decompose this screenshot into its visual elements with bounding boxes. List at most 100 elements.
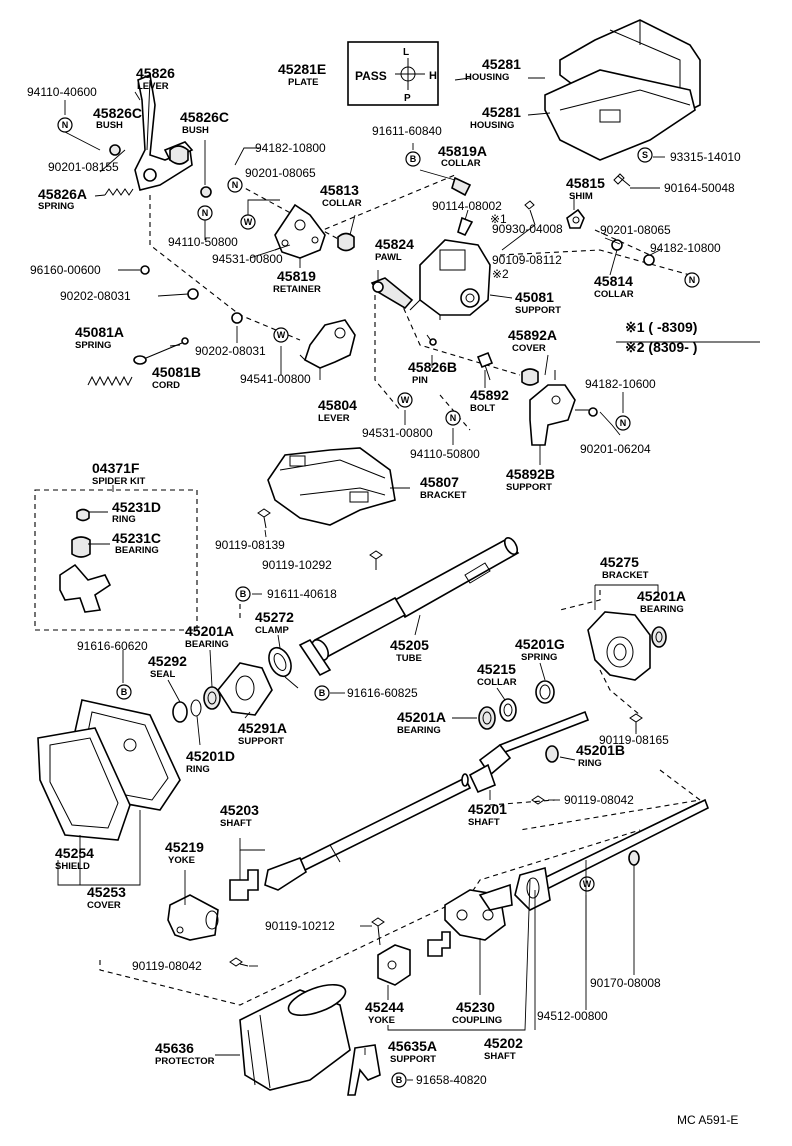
nut-symbol-3: N [232, 180, 239, 190]
label-45205-name: TUBE [396, 653, 422, 664]
label-45291A: 45291A [238, 720, 287, 736]
bolt-45892-drawing [476, 351, 494, 381]
coupling-45230-drawing [444, 883, 513, 941]
label-45636-name: PROTECTOR [155, 1056, 215, 1067]
bearing-45201A-b-drawing [203, 686, 221, 710]
label-94541-00800: 94541-00800 [240, 372, 311, 386]
spring-45826A-drawing [104, 188, 134, 196]
label-90202-08031-b: 90202-08031 [195, 344, 266, 358]
plate-P-text: P [404, 93, 411, 104]
label-45281-a: 45281 [482, 56, 521, 72]
label-45231C-name: BEARING [115, 545, 159, 556]
label-45807: 45807 [420, 474, 459, 490]
label-45201B: 45201B [576, 742, 625, 758]
screw-symbol-1: S [642, 150, 648, 160]
label-45892A: 45892A [508, 327, 557, 343]
collar-45819A-drawing [451, 176, 472, 197]
nut-symbol-1: N [62, 120, 69, 130]
label-94110-40600: 94110-40600 [27, 85, 97, 99]
label-45826A-name: SPRING [38, 201, 74, 212]
label-94110-50800-b: 94110-50800 [410, 447, 480, 461]
label-90109-08112: 90109-08112 [492, 253, 562, 267]
label-45826C-1: 45826C [93, 105, 142, 121]
spider-kit-box [34, 489, 198, 631]
support-45081-drawing [409, 239, 491, 320]
bearing-45201A-a-drawing [651, 626, 667, 648]
nut-symbol-2: N [202, 208, 209, 218]
bolt-90119-08042a-drawing [531, 795, 545, 805]
shield-45254-drawing [37, 727, 131, 841]
label-45231D-name: RING [112, 514, 136, 525]
legend-note-2: ※2 (8309- ) [625, 339, 697, 355]
label-45819A-name: COLLAR [441, 158, 481, 169]
label-45201A-a-name: BEARING [640, 604, 684, 615]
label-45201G-name: SPRING [521, 652, 557, 663]
marker-1: ※1 [490, 212, 507, 226]
label-45815-name: SHIM [569, 191, 593, 202]
label-45201A-b-name: BEARING [185, 639, 229, 650]
label-45814-name: COLLAR [594, 289, 634, 300]
label-90201-06204: 90201-06204 [580, 442, 651, 456]
ring-45201B-drawing [545, 745, 559, 763]
label-45804-name: LEVER [318, 413, 350, 424]
ring-45201D-drawing [190, 699, 202, 717]
label-45205: 45205 [390, 637, 429, 653]
label-45814: 45814 [594, 273, 633, 289]
label-45826A: 45826A [38, 186, 87, 202]
label-45824-name: PAWL [375, 252, 402, 263]
label-45826B-name: PIN [412, 375, 428, 386]
label-91611-60840: 91611-60840 [372, 124, 442, 138]
label-90170-08008: 90170-08008 [590, 976, 661, 990]
label-45202: 45202 [484, 1035, 523, 1051]
label-96160-00600: 96160-00600 [30, 263, 101, 277]
bolt-symbol-1: B [410, 154, 417, 164]
retainer-45819-drawing [274, 203, 326, 259]
label-45892B: 45892B [506, 466, 555, 482]
label-45244-name: YOKE [368, 1015, 395, 1026]
label-45636: 45636 [155, 1040, 194, 1056]
washer-symbols [57, 117, 700, 1088]
bracket-45807-drawing [267, 447, 396, 526]
plate-L-text: L [403, 47, 409, 58]
label-90119-08042-a: 90119-08042 [564, 793, 634, 807]
label-90119-08139: 90119-08139 [215, 538, 285, 552]
pawl-45824-drawing [370, 277, 414, 310]
bolt-symbol-4: B [319, 688, 326, 698]
label-90119-10212: 90119-10212 [265, 919, 335, 933]
label-90119-08042-b: 90119-08042 [132, 959, 202, 973]
label-45815: 45815 [566, 175, 605, 191]
bolt-symbol-5: B [396, 1075, 403, 1085]
label-45201A-b: 45201A [185, 623, 234, 639]
label-90164-50048: 90164-50048 [664, 181, 735, 195]
bush-45826C-drawing [109, 144, 212, 198]
label-45203-name: SHAFT [220, 818, 252, 829]
label-45819-name: RETAINER [273, 284, 321, 295]
washer-symbol-letters: N N N W B W W N N N S B B B W B [62, 120, 696, 1085]
nut-symbol-4: N [450, 413, 457, 423]
label-45201G: 45201G [515, 636, 565, 652]
marker-2: ※2 [492, 267, 509, 281]
label-45202-name: SHAFT [484, 1051, 516, 1062]
label-91616-60620: 91616-60620 [77, 639, 148, 653]
label-45892A-name: COVER [512, 343, 546, 354]
pin-45826B-drawing [426, 334, 437, 346]
label-45244: 45244 [365, 999, 404, 1015]
label-45819A: 45819A [438, 143, 487, 159]
washer-symbol-2: W [277, 330, 286, 340]
label-90119-10292: 90119-10292 [262, 558, 332, 572]
label-45807-name: BRACKET [420, 490, 467, 501]
label-90201-08065-a: 90201-08065 [245, 166, 316, 180]
label-91658-40820: 91658-40820 [416, 1073, 487, 1087]
label-45254-name: SHIELD [55, 861, 90, 872]
plate-pass-text: PASS [355, 69, 387, 83]
label-45291A-name: SUPPORT [238, 736, 284, 747]
label-45826C-2: 45826C [180, 109, 229, 125]
washer-symbol-3: W [401, 395, 410, 405]
label-45275: 45275 [600, 554, 639, 570]
label-94182-10600: 94182-10600 [585, 377, 656, 391]
label-45292: 45292 [148, 653, 187, 669]
label-45281-a-name: HOUSING [465, 72, 509, 83]
label-45635A-name: SUPPORT [390, 1054, 436, 1065]
label-04371F-name: SPIDER KIT [92, 476, 146, 487]
label-45253-name: COVER [87, 900, 121, 911]
